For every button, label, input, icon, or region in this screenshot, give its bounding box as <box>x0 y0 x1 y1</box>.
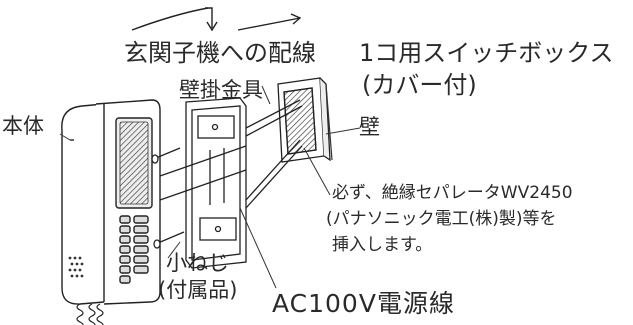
label-note-line3: 挿入します。 <box>332 235 433 255</box>
label-wall: 壁 <box>359 115 380 139</box>
main-unit <box>61 99 161 305</box>
wiring-arrows <box>131 7 302 32</box>
label-ac-power-line: AC100V電源線 <box>272 289 455 318</box>
label-main-unit: 本体 <box>2 114 44 138</box>
label-wall-bracket: 壁掛金具 <box>179 78 263 102</box>
label-wiring-to-entrance: 玄関子機への配線 <box>124 39 316 67</box>
cables <box>159 99 303 209</box>
wall-bracket <box>185 97 247 269</box>
leader-lines <box>59 85 361 289</box>
label-note-line1: 必ず、絶縁セパレータWV2450 <box>332 183 573 203</box>
screws <box>151 147 185 249</box>
label-note-line2: (パナソニック電工(株)製)等を <box>326 209 557 229</box>
label-accessory: (付属品) <box>158 278 238 302</box>
switch-box <box>277 77 331 163</box>
label-switch-box-cover: (カバー付) <box>362 71 477 99</box>
wall-surface <box>325 83 333 161</box>
coiled-cord <box>76 303 104 325</box>
label-switch-box: 1コ用スイッチボックス <box>359 39 614 67</box>
label-small-screw: 小ねじ <box>166 251 229 275</box>
